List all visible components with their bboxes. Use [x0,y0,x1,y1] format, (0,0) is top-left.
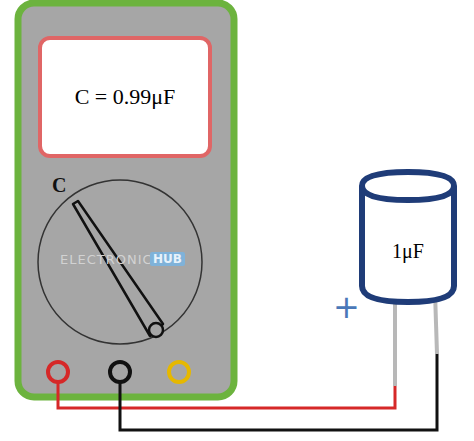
capacitor-lead [393,292,397,386]
dial-label: C [52,174,66,197]
polarity-sign: + [333,288,360,326]
watermark: ELECTRONICS [60,252,162,267]
black-probe-wire [120,354,437,430]
dial-pointer [73,201,163,336]
capacitor-outline-path [362,172,454,302]
yellow-jack [169,362,189,382]
pointer-pivot [149,323,163,337]
meter-body [18,3,234,397]
red-jack [48,362,68,382]
rotary-dial [38,180,202,344]
capacitor-body: 1μF [356,168,460,308]
red-probe-wire [58,382,395,408]
capacitor-outline [356,168,460,308]
black-jack [110,362,130,382]
capacitor-value: 1μF [392,240,424,263]
watermark: HUB [150,252,185,266]
display-reading: C = 0.99μF [75,84,176,110]
lcd-display: C = 0.99μF [38,36,212,158]
